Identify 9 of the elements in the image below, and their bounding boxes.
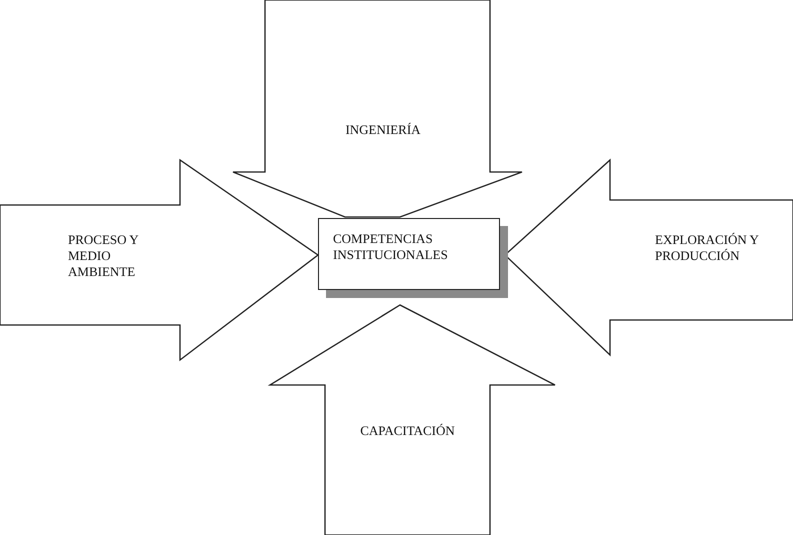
arrow-label: EXPLORACIÓN Y PRODUCCIÓN — [655, 232, 760, 264]
arrow-label: INGENIERÍA — [344, 122, 422, 138]
arrow-label: PROCESO Y MEDIO AMBIENTE — [68, 232, 140, 280]
box-label: COMPETENCIAS INSTITUCIONALES — [333, 231, 449, 263]
block-arrow — [0, 160, 318, 360]
block-arrow — [505, 160, 793, 355]
block-arrow — [270, 305, 555, 535]
arrow-label: CAPACITACIÓN — [359, 423, 456, 439]
block-arrow — [233, 0, 522, 217]
